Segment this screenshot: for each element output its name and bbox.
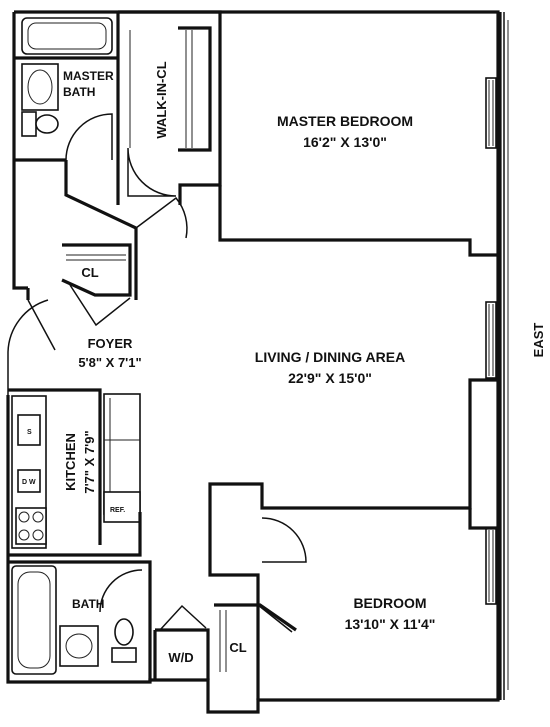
- master-bath-toilet: [21, 111, 37, 137]
- refrigerator: [103, 491, 141, 523]
- walk-in-closet-door[interactable]: [127, 147, 177, 197]
- foyer-closet-label: CL: [81, 265, 98, 280]
- foyer-closet: CL: [61, 160, 138, 327]
- master-bath-door[interactable]: [65, 113, 113, 161]
- washer-dryer-door[interactable]: [159, 604, 207, 631]
- foyer-closet-door[interactable]: [69, 284, 131, 327]
- bath-door[interactable]: [99, 569, 143, 613]
- master-bath: MASTER BATH: [14, 12, 120, 205]
- kitchen-stove: [15, 507, 47, 545]
- kitchen-sink: [17, 414, 41, 446]
- master-bedroom: MASTER BEDROOM 16'2" X 13'0": [135, 113, 498, 257]
- foyer: FOYER 5'8" X 7'1": [7, 288, 142, 395]
- bath: BATH: [8, 560, 152, 682]
- master-bedroom-door[interactable]: [135, 196, 188, 239]
- bedroom-closet: CL: [214, 603, 297, 672]
- bedroom-closet-label: CL: [229, 640, 246, 655]
- bedroom-door[interactable]: [261, 517, 307, 563]
- bedroom-name: BEDROOM: [353, 595, 426, 611]
- master-bath-tub: [21, 17, 113, 55]
- walk-in-closet-label: WALK-IN-CL: [154, 61, 169, 138]
- entry-door[interactable]: [7, 299, 49, 395]
- foyer-dims: 5'8" X 7'1": [78, 355, 141, 370]
- master-bath-label-line1: MASTER: [63, 69, 114, 83]
- master-bath-label-line2: BATH: [63, 85, 95, 99]
- washer-dryer: W/D: [153, 604, 210, 680]
- bedroom: BEDROOM 13'10" X 11'4": [208, 512, 436, 700]
- kitchen-name: KITCHEN: [63, 433, 78, 491]
- kitchen: S D W REF. KITCHEN 7'7" X 7'9": [8, 388, 142, 557]
- bath-tub: [11, 565, 57, 675]
- master-bath-sink: [21, 63, 59, 111]
- living-dining-name: LIVING / DINING AREA: [255, 349, 405, 365]
- walk-in-closet: WALK-IN-CL: [118, 10, 222, 205]
- master-bedroom-dims: 16'2" X 13'0": [303, 134, 387, 150]
- kitchen-dims: 7'7" X 7'9": [82, 430, 97, 493]
- exterior-walls: [6, 10, 502, 714]
- washer-dryer-label: W/D: [168, 650, 193, 665]
- bath-toilet-tank: [111, 647, 137, 663]
- orientation-label: EAST: [531, 323, 546, 358]
- master-bedroom-name: MASTER BEDROOM: [277, 113, 413, 129]
- dishwasher: [17, 469, 41, 493]
- foyer-name: FOYER: [88, 336, 133, 351]
- bath-label: BATH: [72, 597, 104, 611]
- living-dining-dims: 22'9" X 15'0": [288, 370, 372, 386]
- bedroom-dims: 13'10" X 11'4": [345, 616, 436, 632]
- living-dining: LIVING / DINING AREA 22'9" X 15'0": [208, 349, 498, 530]
- dishwasher-label: D W: [22, 479, 36, 486]
- bath-toilet: [114, 618, 134, 646]
- refrigerator-label: REF.: [110, 507, 125, 514]
- kitchen-sink-label: S: [27, 429, 32, 436]
- bedroom-closet-door[interactable]: [257, 604, 293, 633]
